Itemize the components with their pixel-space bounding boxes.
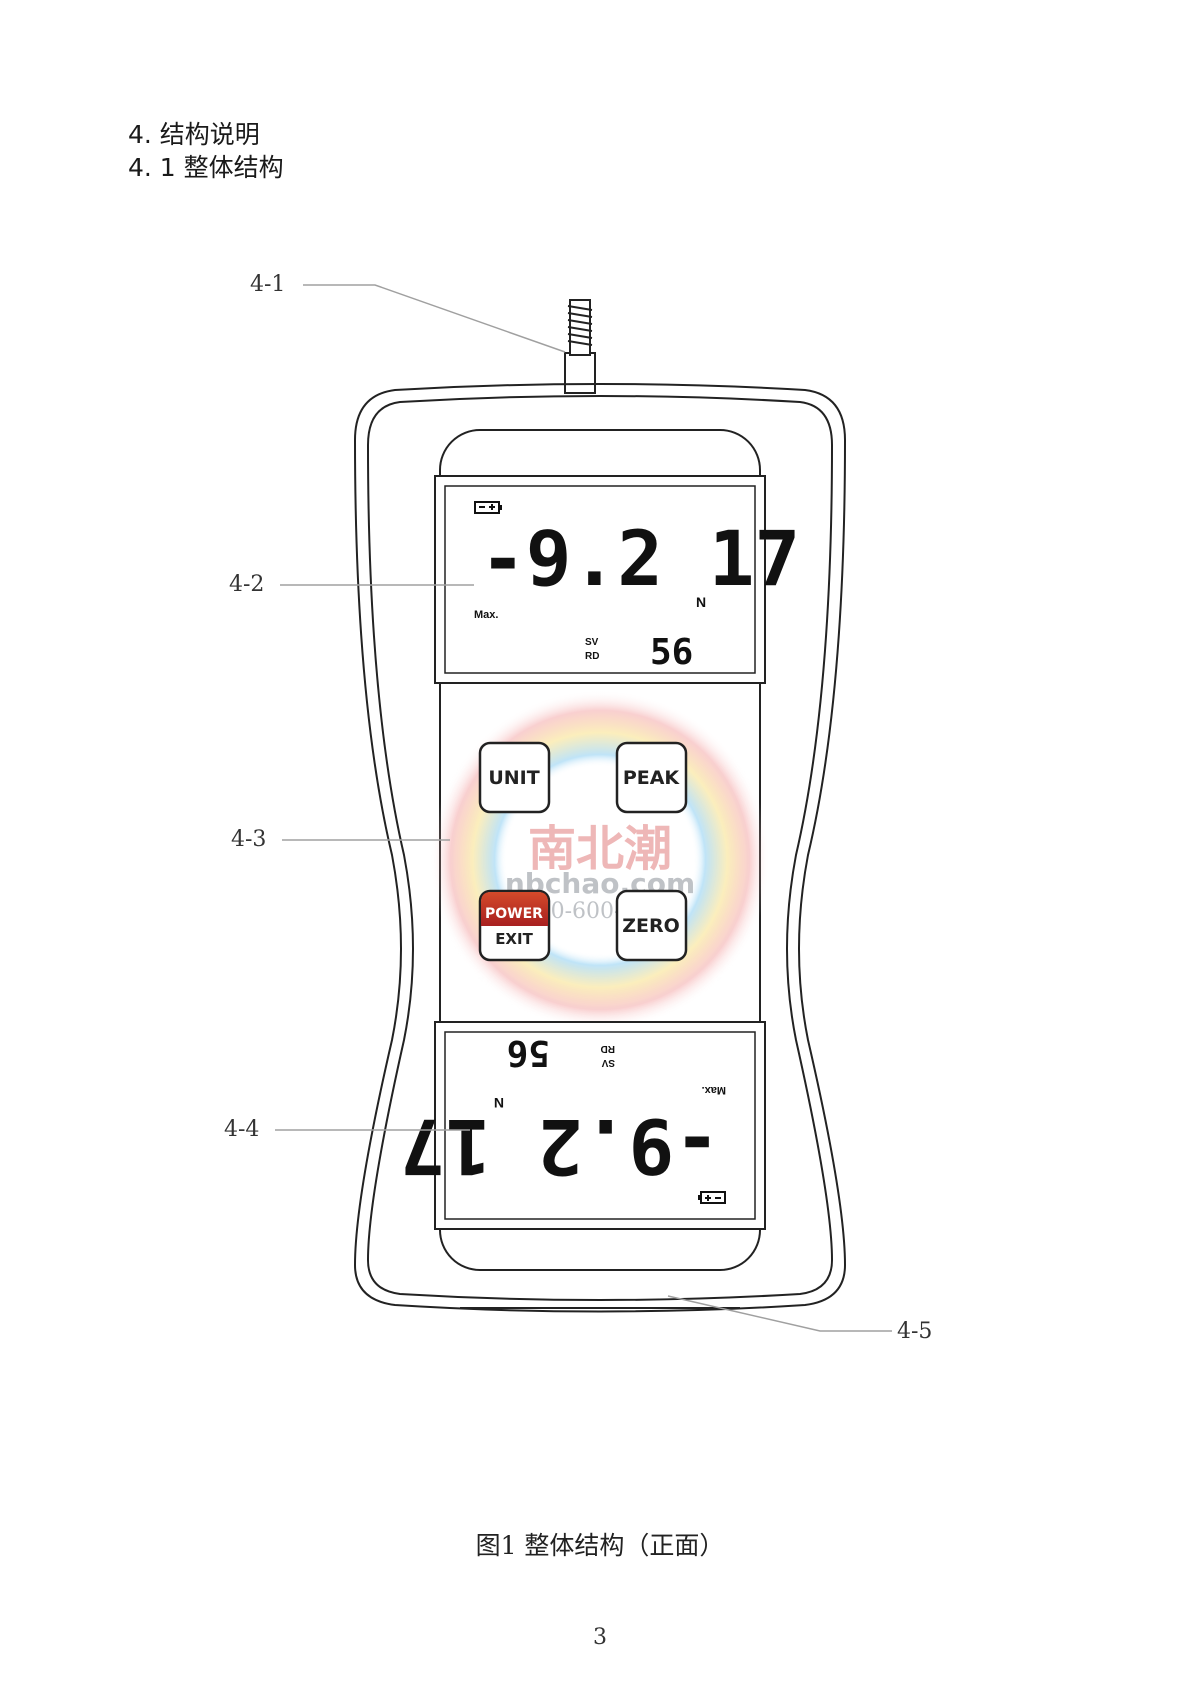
unit-label: N bbox=[696, 594, 706, 610]
callout-4-5: 4-5 bbox=[897, 1319, 932, 1344]
peak-button-label: PEAK bbox=[623, 767, 681, 789]
unit-button-label: UNIT bbox=[488, 767, 539, 789]
max-label: Max. bbox=[474, 609, 498, 621]
sv-label: SV bbox=[585, 637, 599, 648]
callout-4-1: 4-1 bbox=[250, 272, 285, 297]
battery-icon bbox=[474, 501, 502, 514]
watermark: 南北潮 nbchao.com 400-600-7498 bbox=[430, 690, 770, 1030]
figure-caption: 图1 整体结构（正面） bbox=[475, 1531, 725, 1560]
max-label-inverted: Max. bbox=[702, 1084, 726, 1096]
watermark-brand: 南北潮 bbox=[528, 821, 672, 877]
power-exit-button[interactable]: POWER EXIT bbox=[478, 889, 551, 962]
section-title: 4. 结构说明 bbox=[128, 120, 260, 149]
battery-icon bbox=[698, 1191, 726, 1204]
unit-button[interactable]: UNIT bbox=[478, 741, 551, 814]
unit-label-inverted: N bbox=[494, 1095, 504, 1111]
page-number: 3 bbox=[593, 1625, 607, 1650]
power-label: POWER bbox=[485, 906, 543, 922]
callout-4-4: 4-4 bbox=[224, 1117, 259, 1142]
lcd-display-bottom: -9.2 17 N Max. SV RD 56 bbox=[400, 1021, 766, 1230]
zero-button-label: ZERO bbox=[622, 915, 680, 937]
callout-4-2: 4-2 bbox=[229, 572, 264, 597]
callout-4-3: 4-3 bbox=[231, 827, 266, 852]
small-value-inverted: 56 bbox=[507, 1032, 550, 1073]
rd-label-inverted: RD bbox=[601, 1043, 615, 1054]
main-reading-inverted: -9.2 17 bbox=[400, 1102, 720, 1191]
peak-button[interactable]: PEAK bbox=[615, 741, 688, 814]
main-reading: -9.2 17 bbox=[480, 514, 800, 603]
lcd-display-top: -9.2 17 N Max. SV RD 56 bbox=[434, 475, 800, 684]
leader-lines bbox=[275, 284, 892, 1332]
sv-label-inverted: SV bbox=[601, 1057, 615, 1068]
small-value: 56 bbox=[650, 632, 693, 673]
force-connector bbox=[564, 299, 596, 394]
rd-label: RD bbox=[585, 651, 599, 662]
section-subtitle: 4. 1 整体结构 bbox=[128, 153, 284, 182]
exit-label: EXIT bbox=[495, 930, 533, 948]
zero-button[interactable]: ZERO bbox=[615, 889, 688, 962]
